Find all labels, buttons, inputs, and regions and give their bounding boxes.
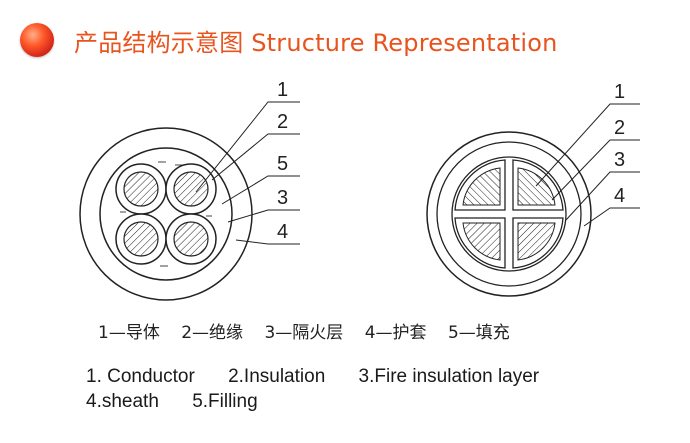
legend-cn-item-filling: 5—填充 [447, 323, 510, 343]
right-insulation-boundary [451, 156, 567, 272]
left-callout-1: 1 [277, 79, 288, 101]
right-leader-lines [535, 103, 640, 227]
right-callout-1: 1 [614, 81, 625, 103]
page-title: 产品结构示意图 Structure Representation [74, 28, 558, 57]
left-leader-lines [195, 101, 300, 245]
left-conductor-2 [165, 163, 217, 215]
left-cable-cross-section: 1 2 5 3 4 [79, 79, 300, 301]
legend-en-conductor: 1. Conductor [86, 366, 195, 387]
legend-english: 1. Conductor 2.Insulation 3.Fire insulat… [86, 364, 567, 414]
legend-en-row-2: 4.sheath 5.Filling [86, 389, 567, 414]
left-callout-3: 3 [277, 187, 288, 209]
cable-structure-diagrams: 1 2 5 3 4 1 2 3 [79, 79, 640, 301]
left-callout-2: 2 [277, 111, 288, 133]
right-callout-2: 2 [614, 117, 625, 139]
legend-en-filling: 5.Filling [192, 391, 258, 412]
legend-cn-item-insulation: 2—绝缘 [181, 323, 244, 343]
legend-en-fire-layer: 3.Fire insulation layer [358, 366, 540, 387]
right-cable-cross-section: 1 2 3 4 [426, 81, 640, 297]
left-conductor-1 [115, 163, 167, 215]
left-callout-5: 5 [277, 153, 288, 175]
legend-cn-item-conductor: 1—导体 [98, 323, 160, 343]
legend-chinese: 1—导体 2—绝缘 3—隔火层 4—护套 5—填充 [98, 318, 526, 343]
legend-en-row-1: 1. Conductor 2.Insulation 3.Fire insulat… [86, 364, 567, 389]
page-header: 产品结构示意图 Structure Representation [20, 20, 558, 60]
legend-cn-item-fire-layer: 3—隔火层 [264, 323, 344, 343]
left-fire-layer-boundary [99, 147, 233, 281]
right-sector-conductors [462, 167, 556, 261]
right-callout-4: 4 [614, 185, 625, 207]
legend-en-sheath: 4.sheath [86, 391, 159, 412]
left-conductor-4 [165, 213, 217, 265]
right-callout-3: 3 [614, 149, 625, 171]
legend-cn-item-sheath: 4—护套 [364, 323, 427, 343]
red-sphere-bullet-icon [20, 23, 54, 57]
left-conductor-3 [115, 213, 167, 265]
legend-en-insulation: 2.Insulation [228, 366, 326, 387]
left-callout-4: 4 [277, 221, 288, 243]
